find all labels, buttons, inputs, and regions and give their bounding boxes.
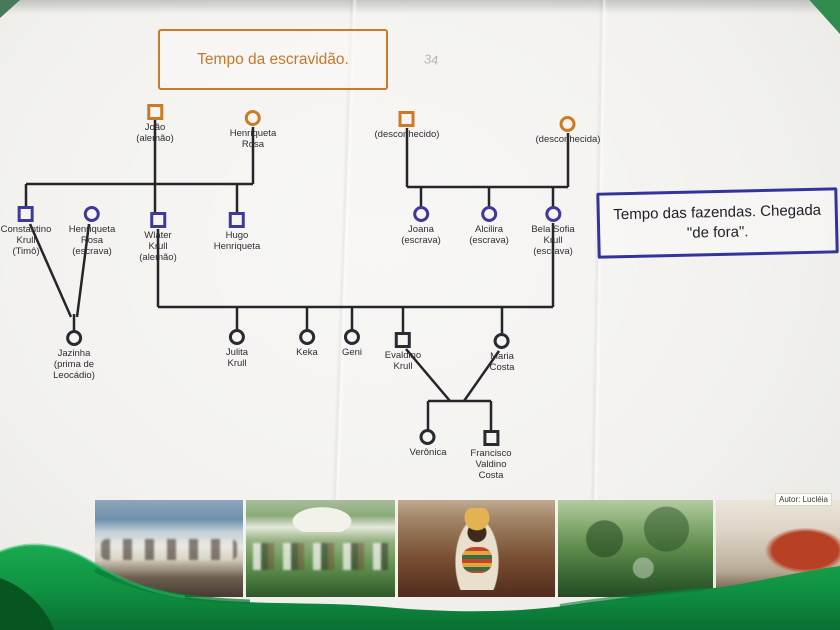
male-symbol xyxy=(394,332,411,348)
person-bela-sofia-krull: Bela Sofia Krull (escrava) xyxy=(531,206,575,258)
female-symbol xyxy=(545,206,561,222)
person-henriqueta-rosa: Henriqueta Rosa xyxy=(230,110,276,150)
person-geni: Geni xyxy=(342,329,362,358)
photo-field-event-tent xyxy=(246,500,395,597)
person-francisco-valdino-costa: Francisco Valdino Costa xyxy=(470,430,512,482)
person-label: Geni xyxy=(341,347,363,358)
person-desconhecido: (desconhecido) xyxy=(374,111,440,140)
male-symbol xyxy=(147,104,163,120)
person-alcilira: Alcilira (escrava) xyxy=(469,206,509,246)
person-label: Bela Sofia Krull (escrava) xyxy=(531,224,575,258)
person-label: (desconhecido) xyxy=(374,129,440,140)
era-box-slavery: Tempo da escravidão. xyxy=(158,29,388,90)
male-symbol xyxy=(399,111,415,127)
female-symbol xyxy=(413,206,429,222)
person-label: Maria Costa xyxy=(489,351,515,374)
person-label: Constantino Krull (Timô) xyxy=(0,224,52,258)
person-label: Alcilira (escrava) xyxy=(469,224,509,247)
person-label: Henriqueta Rosa xyxy=(229,128,277,151)
person-julita-krull: Julita Krull xyxy=(226,329,248,369)
female-symbol xyxy=(83,206,100,222)
person-label: Henriqueta Rosa (escrava) xyxy=(68,224,116,258)
person-label: Francisco Valdino Costa xyxy=(470,448,512,482)
person-maria-costa: Maria Costa xyxy=(489,333,515,374)
person-joana: Joana (escrava) xyxy=(401,206,441,246)
person-label: Julita Krull xyxy=(225,347,249,370)
person-label: Jazinha (prima de Leocádio) xyxy=(53,348,95,382)
era-box-slavery-label: Tempo da escravidão. xyxy=(197,50,349,68)
person-label: Joana (escrava) xyxy=(401,224,441,247)
female-symbol xyxy=(299,329,315,345)
female-symbol xyxy=(65,330,82,346)
person-veronica: Verônica xyxy=(409,429,447,458)
person-keka: Keka xyxy=(296,329,318,358)
photo-woman-traditional-dress xyxy=(398,500,555,597)
female-symbol xyxy=(493,333,510,349)
male-symbol xyxy=(150,212,166,228)
person-label: Verônica xyxy=(409,447,447,458)
person-label: Keka xyxy=(296,347,318,358)
male-symbol xyxy=(228,212,245,228)
person-wlater-krull: Wlater Krull (alemão) xyxy=(139,212,177,264)
person-jazinha: Jazinha (prima de Leocádio) xyxy=(53,330,95,382)
person-desconhecida: (desconhecida) xyxy=(535,116,601,145)
female-symbol xyxy=(244,110,261,126)
person-evaldino-krull: Evaldino Krull xyxy=(385,332,421,372)
person-label: Evaldino Krull xyxy=(384,350,422,373)
author-credit: Autor: Lucléia xyxy=(775,493,832,506)
person-label: Wlater Krull (alemão) xyxy=(139,230,177,264)
female-symbol xyxy=(560,116,576,132)
female-symbol xyxy=(343,329,360,345)
person-henriqueta-rosa-escrava: Henriqueta Rosa (escrava) xyxy=(69,206,115,258)
female-symbol xyxy=(481,206,497,222)
male-symbol xyxy=(17,206,34,222)
female-symbol xyxy=(229,329,245,345)
person-label: (desconhecida) xyxy=(535,134,601,145)
person-hugo-henriqueta: Hugo Henriqueta xyxy=(214,212,260,252)
male-symbol xyxy=(483,430,499,446)
female-symbol xyxy=(419,429,436,445)
person-constantino-krull: Constantino Krull (Timô) xyxy=(0,206,52,258)
person-label: Hugo Henriqueta xyxy=(213,230,261,253)
person-label: João (alemão) xyxy=(136,122,174,145)
person-joao: João (alemão) xyxy=(136,104,174,144)
photo-vegetation xyxy=(558,500,713,597)
